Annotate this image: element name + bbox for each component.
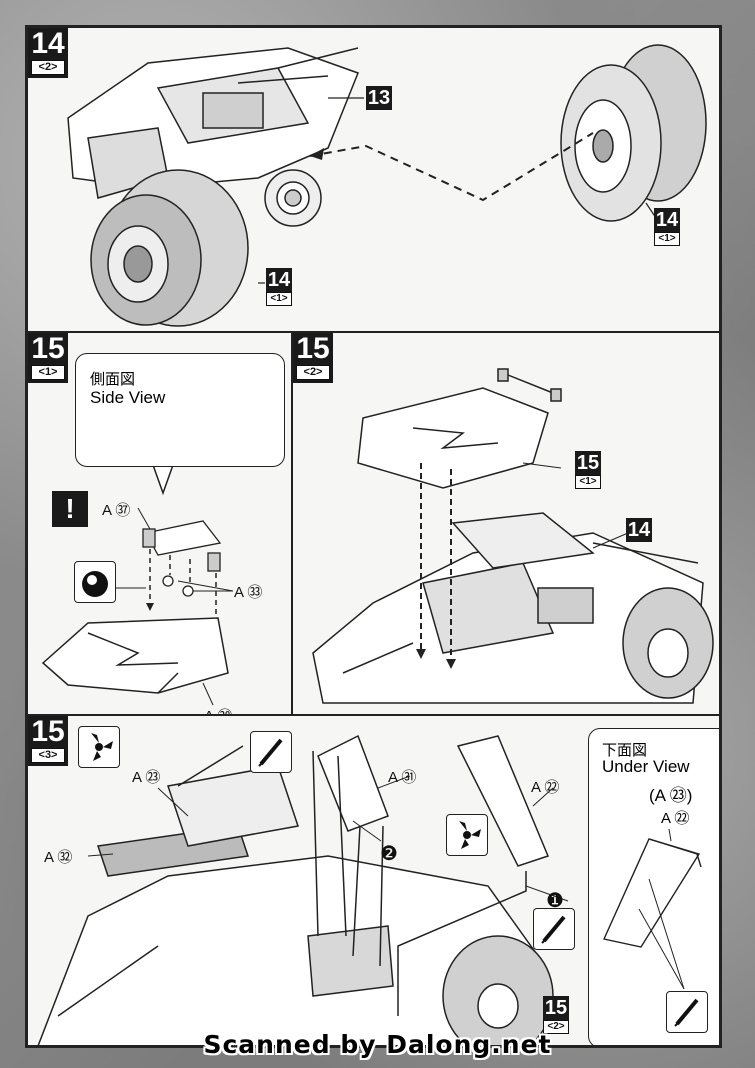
- step-15-3-number: 15<3>: [28, 716, 68, 766]
- step-15-3-panel: 15<3> A ㉓ A ㉛ A ㉒ A ㉜ ❷ ❶ 15<2> 下面図 Unde…: [27, 715, 720, 1046]
- under-view-box: 下面図 Under View (A ㉓) A ㉒: [588, 728, 719, 1045]
- part-ref-14: 14: [626, 518, 652, 542]
- step-15-3-illustration: [37, 734, 569, 1045]
- part-label-a32: A ㉜: [44, 849, 73, 866]
- part-ref-14-wheel-left: 14<1>: [266, 268, 292, 306]
- part-label-a38: A ㊳: [204, 705, 232, 714]
- under-view-illustration: [603, 828, 702, 990]
- step-14-panel: 14<2> 13 14<1> 14<1>: [27, 27, 720, 332]
- side-view-title-en: Side View: [90, 388, 166, 407]
- part-label-a31: A ㉛: [388, 769, 417, 786]
- part-ref-15-2: 15<2>: [543, 996, 569, 1034]
- side-view-title-jp: 側面図: [90, 371, 136, 388]
- under-view-title-en: Under View: [602, 757, 690, 776]
- part-ref-14-wheel-right: 14<1>: [654, 208, 680, 246]
- paint-brush-icon-2: [533, 908, 575, 950]
- paint-brush-icon-3: [666, 991, 708, 1033]
- under-view-label-a22: A ㉒: [661, 810, 690, 827]
- part-ref-15-1: 15<1>: [575, 451, 601, 489]
- marker-2: ❷: [380, 843, 398, 865]
- step-15-2-illustration: [312, 368, 714, 704]
- marker-1: ❶: [546, 890, 564, 912]
- side-view-callout: 側面図 Side View: [75, 353, 285, 467]
- part-ref-13: 13: [366, 86, 392, 110]
- under-view-title-jp: 下面図: [602, 742, 648, 759]
- instruction-sheet: 14<2> 13 14<1> 14<1>: [25, 25, 722, 1048]
- step-15-1-illustration: [41, 377, 268, 706]
- under-view-label-a23: (A ㉓): [649, 786, 693, 805]
- step-15-2-panel: 15<2> 15<1> 14: [292, 332, 720, 715]
- paint-brush-icon: [250, 731, 292, 773]
- part-label-a37: A ㊲: [102, 502, 131, 519]
- part-label-a33: A ㉝: [234, 584, 263, 601]
- cut-nub-icon-2: [446, 814, 488, 856]
- part-label-a22: A ㉒: [531, 779, 560, 796]
- part-label-a23: A ㉓: [132, 769, 161, 786]
- step-15-2-number: 15<2>: [293, 333, 333, 383]
- cement-icon: [74, 561, 116, 603]
- step-15-1-number: 15<1>: [28, 333, 68, 383]
- under-view-callout: 下面図 Under View (A ㉓) A ㉒: [588, 728, 719, 1045]
- step-14-illustration: [67, 44, 707, 327]
- step-15-1-panel: 15<1> 側面図 Side View ! A ㊲ A ㉝ A ㊳: [27, 332, 292, 715]
- cut-nub-icon: [78, 726, 120, 768]
- scanner-watermark: Scanned by Dalong.net: [203, 1030, 552, 1059]
- step-14-number: 14<2>: [28, 28, 68, 78]
- warning-icon: !: [52, 491, 88, 527]
